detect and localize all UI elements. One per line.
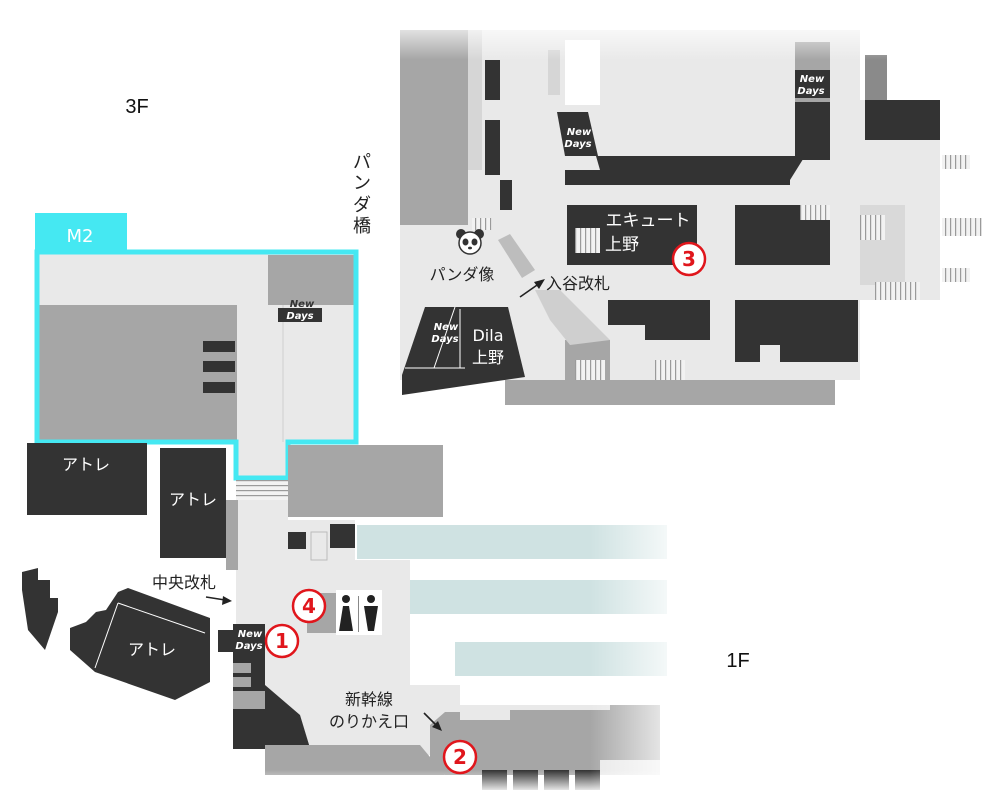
marker-2[interactable]: 2 (442, 739, 478, 775)
dila-block (402, 307, 525, 395)
iriya-gate-label: 入谷改札 (546, 274, 610, 293)
central-gate-arrow-icon (205, 596, 232, 605)
panda-icon (456, 229, 484, 255)
dila-label-line2: 上野 (472, 348, 504, 367)
panda-statue-label: パンダ像 (430, 265, 495, 284)
newdays-m2-logo: New Days (278, 299, 322, 322)
mezzanine-m2: New Days M2 (34, 213, 359, 481)
newdays-3f-left (557, 112, 598, 156)
svg-text:Days: Days (564, 139, 591, 150)
svg-text:1: 1 (275, 629, 289, 653)
atre-label: アトレ (128, 640, 176, 659)
1f-bottom-walkway (265, 745, 445, 775)
svg-text:New: New (434, 322, 459, 333)
newdays-3f-tower-logo: New Days (795, 70, 830, 98)
shinkansen-arrow-icon (423, 712, 442, 731)
marker-3[interactable]: 3 (671, 241, 707, 277)
floor-3f-area (395, 15, 982, 405)
panda-bridge-label: パ ン ダ 橋 (353, 152, 371, 237)
1f-slanted-block (265, 685, 310, 748)
3f-store-right-lower (735, 300, 858, 362)
3f-bottom-walkway (505, 340, 835, 405)
1f-gray-block (288, 445, 443, 517)
panda-bridge-char: ン (353, 173, 371, 194)
ecute-label-line1: エキュート (606, 211, 691, 231)
svg-text:Days: Days (797, 86, 824, 97)
panda-bridge-char: パ (353, 152, 371, 173)
svg-text:New: New (290, 299, 315, 310)
svg-text:New: New (238, 629, 263, 640)
newdays-3f-left-logo: New Days (564, 127, 592, 150)
atre-block-left: アトレ (27, 443, 147, 515)
atre-label: アトレ (62, 455, 110, 474)
atre-block-lower: アトレ (22, 568, 210, 700)
1f-concourse (236, 485, 660, 775)
svg-text:Days: Days (235, 641, 262, 652)
3f-store-row-upper (565, 156, 805, 185)
m2-tab (35, 213, 127, 253)
newdays-dila-logo: New Days (431, 322, 459, 345)
m2-label: M2 (67, 226, 94, 247)
floor-1f-area (218, 445, 690, 793)
3f-store-row-lower (608, 300, 710, 340)
central-gate-label: 中央改札 (152, 573, 216, 592)
newdays-1f-logo: New Days (235, 629, 263, 652)
floor-label-3f: 3F (125, 96, 148, 118)
svg-text:2: 2 (453, 745, 467, 769)
shinkansen-label-line2: のりかえ口 (329, 712, 409, 731)
shinkansen-label-line1: 新幹線 (345, 690, 393, 709)
ecute-label-line2: 上野 (605, 235, 639, 255)
svg-text:New: New (567, 127, 592, 138)
svg-text:New: New (800, 74, 825, 85)
iriya-gate-arrow-icon (519, 279, 545, 298)
marker-4[interactable]: 4 (291, 588, 327, 624)
3f-slanted-passage (535, 290, 610, 345)
svg-text:3: 3 (682, 247, 696, 271)
restroom-icon (339, 595, 378, 632)
svg-text:Days: Days (431, 334, 458, 345)
dila-label-line1: Dila (472, 326, 503, 345)
atre-block-middle: アトレ (160, 448, 226, 558)
atre-label: アトレ (169, 490, 217, 509)
svg-text:4: 4 (302, 594, 316, 618)
svg-text:Days: Days (286, 311, 313, 322)
marker-1[interactable]: 1 (264, 623, 300, 659)
panda-bridge-char: 橋 (353, 216, 371, 237)
floor-label-1f: 1F (726, 650, 749, 672)
3f-left-block (400, 30, 468, 225)
panda-bridge-char: ダ (353, 195, 371, 216)
